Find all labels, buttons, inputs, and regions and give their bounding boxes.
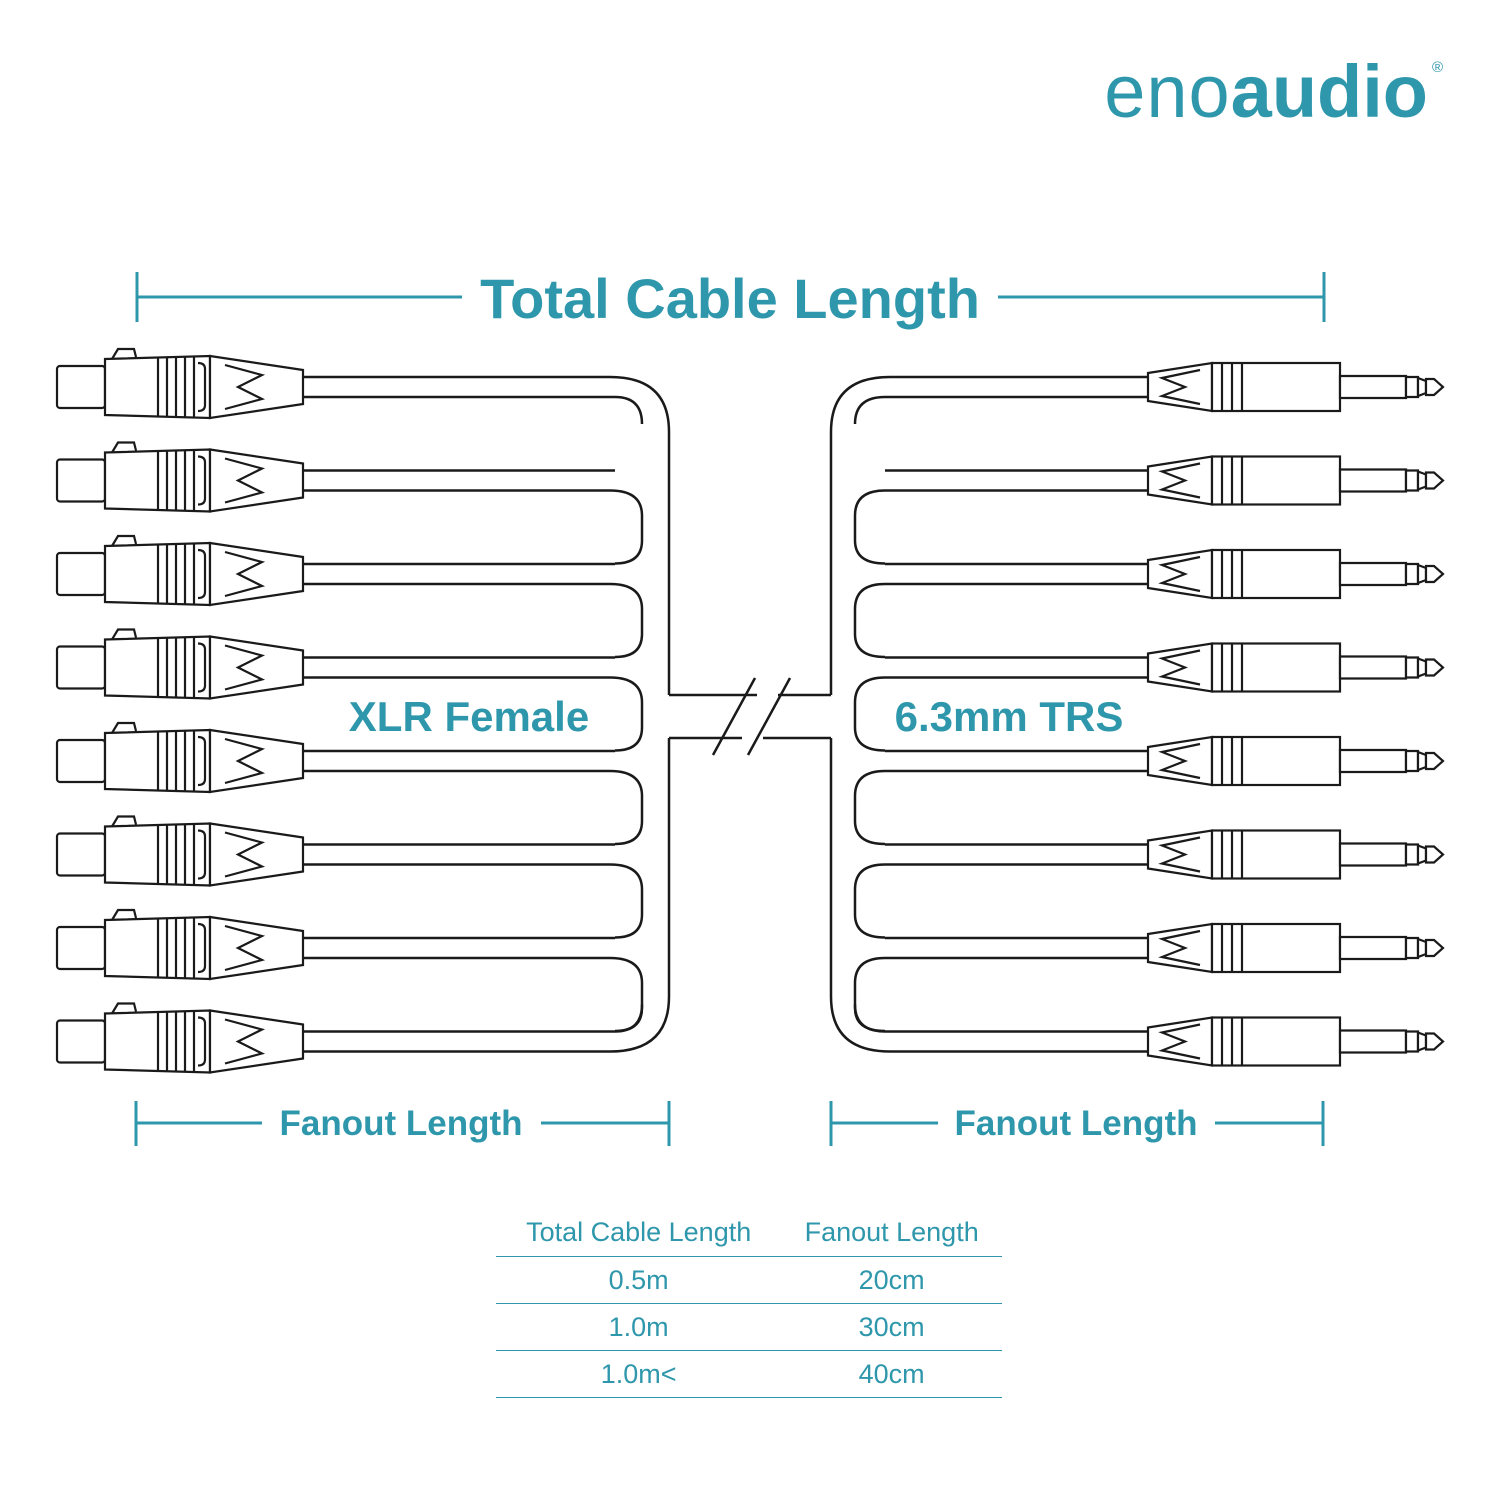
trs-jack-connector xyxy=(1146,1016,1445,1067)
trs-cable-line xyxy=(829,375,1148,695)
table-row: 1.0m< 40cm xyxy=(496,1350,1002,1398)
trs-cable-line xyxy=(853,582,1148,659)
trs-jack-connector xyxy=(1146,642,1445,693)
trs-cable-line xyxy=(853,1004,1148,1033)
fanout-left-dimension xyxy=(134,1101,671,1146)
main-cable-trunk xyxy=(669,677,831,756)
fanout-right-label: Fanout Length xyxy=(954,1104,1197,1143)
trs-cable-line xyxy=(853,956,1148,1033)
xlr-cable-line xyxy=(303,395,644,425)
brand-logo: enoaudio xyxy=(1104,50,1428,133)
xlr-cable-line xyxy=(303,863,644,939)
cell-fanout-length: 30cm xyxy=(781,1303,1002,1351)
trs-jack-connector xyxy=(1146,361,1445,413)
brand-logo-bold: audio xyxy=(1231,50,1428,133)
xlr-female-connector xyxy=(55,1002,305,1074)
xlr-connectors xyxy=(55,347,305,1074)
cell-total-length: 1.0m xyxy=(496,1303,782,1351)
registered-mark: ® xyxy=(1432,59,1443,76)
cable-break-mark xyxy=(746,677,792,756)
trs-connectors xyxy=(1146,361,1445,1067)
xlr-cable-line xyxy=(303,676,644,752)
cell-fanout-length: 20cm xyxy=(781,1256,1002,1304)
trs-cable-line xyxy=(853,863,1148,939)
xlr-cable-line xyxy=(303,1004,644,1033)
xlr-female-connector xyxy=(55,815,305,887)
header-fanout-length: Fanout Length xyxy=(781,1208,1002,1257)
cell-total-length: 0.5m xyxy=(496,1256,782,1304)
xlr-cable-line xyxy=(303,375,671,695)
fanout-left-label: Fanout Length xyxy=(279,1104,522,1143)
xlr-female-connector xyxy=(55,347,305,420)
trs-jack-connector xyxy=(1146,735,1445,787)
xlr-cable-line xyxy=(303,582,644,659)
table-row: 0.5m 20cm xyxy=(496,1256,1002,1304)
xlr-cable-line xyxy=(303,769,644,846)
xlr-female-connector xyxy=(55,441,305,513)
right-fanout-cables xyxy=(829,375,1148,1053)
xlr-female-connector xyxy=(55,908,305,981)
total-length-label: Total Cable Length xyxy=(480,267,980,330)
cable-break-mark xyxy=(711,677,757,756)
trs-jack-connector xyxy=(1146,922,1445,974)
fanout-right-dimension xyxy=(829,1101,1325,1146)
length-spec-table: Total Cable Length Fanout Length 0.5m 20… xyxy=(496,1208,1002,1398)
trs-jack-connector xyxy=(1146,455,1445,506)
xlr-female-label: XLR Female xyxy=(349,693,589,740)
trs-jack-connector xyxy=(1146,829,1445,880)
total-length-dimension xyxy=(135,272,1326,322)
table-header-row: Total Cable Length Fanout Length xyxy=(496,1208,1002,1257)
trs-cable-line xyxy=(853,489,1148,565)
xlr-female-connector xyxy=(55,628,305,700)
header-total-length: Total Cable Length xyxy=(496,1208,782,1257)
cell-total-length: 1.0m< xyxy=(496,1350,782,1398)
trs-cable-line xyxy=(853,769,1148,846)
cell-fanout-length: 40cm xyxy=(781,1350,1002,1398)
left-fanout-cables xyxy=(303,375,671,1053)
xlr-female-connector xyxy=(55,534,305,607)
brand-logo-light: eno xyxy=(1104,50,1230,133)
xlr-female-connector xyxy=(55,721,305,794)
trs-cable-line xyxy=(853,676,1148,752)
trs-cable-line xyxy=(853,395,1148,425)
xlr-cable-line xyxy=(303,738,671,1053)
trs-jack-connector xyxy=(1146,548,1445,600)
table-row: 1.0m 30cm xyxy=(496,1303,1002,1351)
xlr-cable-line xyxy=(303,956,644,1033)
xlr-cable-line xyxy=(303,489,644,565)
trs-label: 6.3mm TRS xyxy=(895,693,1124,740)
trs-cable-line xyxy=(829,738,1148,1053)
